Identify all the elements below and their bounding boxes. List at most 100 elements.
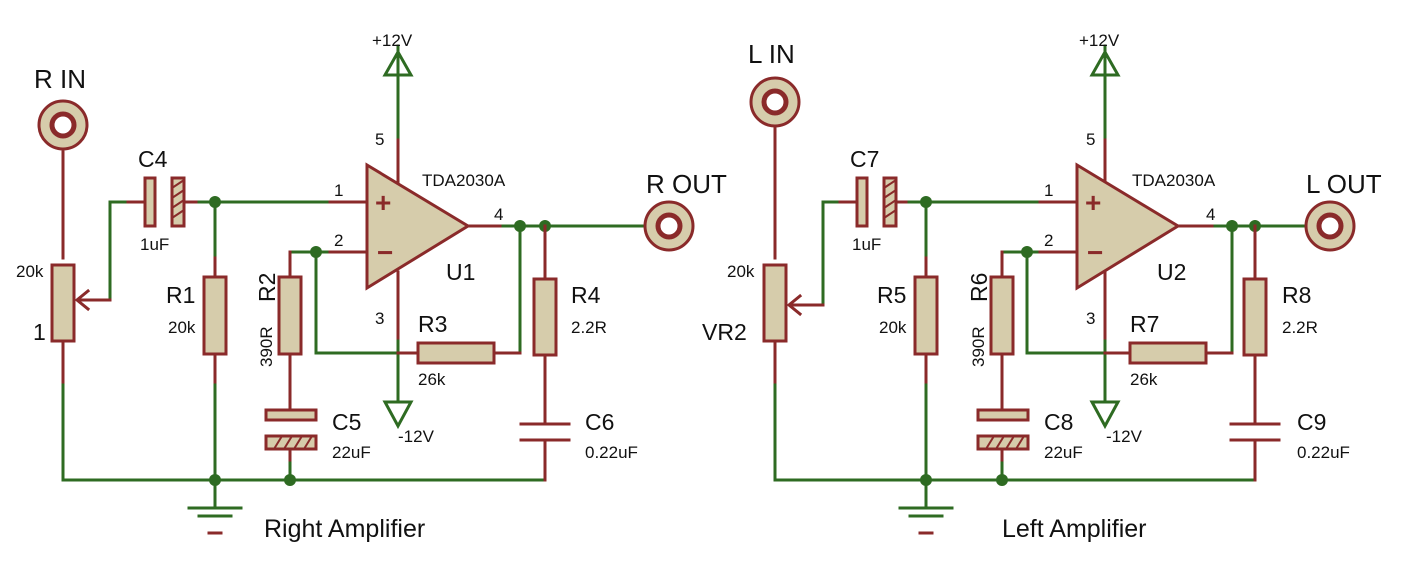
r1-value: 20k bbox=[168, 318, 196, 337]
r4-ref: R4 bbox=[571, 282, 601, 308]
r5-ref: R5 bbox=[877, 282, 906, 308]
r7-resistor[interactable] bbox=[1103, 341, 1234, 365]
junction-dot bbox=[996, 474, 1008, 486]
junction-dot bbox=[1021, 246, 1033, 258]
l-ground-icon bbox=[898, 478, 954, 535]
c4-value: 1uF bbox=[140, 235, 169, 254]
l-potentiometer[interactable] bbox=[762, 263, 825, 384]
c8-ref: C8 bbox=[1044, 409, 1073, 435]
r2-value: 390R bbox=[257, 326, 276, 367]
r3-ref: R3 bbox=[418, 311, 447, 337]
l-in-connector[interactable] bbox=[749, 76, 801, 260]
r-in-connector[interactable] bbox=[37, 99, 89, 260]
r-pot-value: 20k bbox=[16, 262, 44, 281]
svg-text:+: + bbox=[375, 187, 391, 218]
left-amplifier-caption: Left Amplifier bbox=[1002, 515, 1147, 543]
r5-resistor[interactable] bbox=[913, 256, 939, 384]
u1-ref: U1 bbox=[446, 259, 475, 285]
c6-value: 0.22uF bbox=[585, 443, 638, 462]
u1-pin5: 5 bbox=[375, 130, 384, 149]
u2-pin4: 4 bbox=[1206, 205, 1215, 224]
c7-ref: C7 bbox=[850, 146, 879, 172]
junction-dot bbox=[209, 196, 221, 208]
r1-resistor[interactable] bbox=[202, 256, 228, 384]
r-potentiometer[interactable] bbox=[50, 263, 112, 384]
left-wires bbox=[773, 44, 1307, 482]
r6-value: 390R bbox=[969, 326, 988, 367]
c6-capacitor[interactable] bbox=[519, 422, 571, 482]
r-vcc-label: +12V bbox=[372, 31, 413, 50]
r-out-connector[interactable] bbox=[643, 200, 695, 252]
junction-dot bbox=[514, 220, 526, 232]
c8-capacitor[interactable] bbox=[976, 408, 1030, 462]
u2-pin1: 1 bbox=[1044, 181, 1053, 200]
r4-value: 2.2R bbox=[571, 318, 607, 337]
l-vcc-arrow-icon bbox=[1089, 48, 1121, 77]
l-vee-label: -12V bbox=[1106, 427, 1143, 446]
r7-value: 26k bbox=[1130, 370, 1158, 389]
svg-text:−: − bbox=[1087, 237, 1103, 268]
left-amplifier: L IN 20k VR2 C7 1uF R5 20k bbox=[702, 31, 1382, 543]
r2-resistor[interactable] bbox=[277, 250, 303, 412]
r8-ref: R8 bbox=[1282, 282, 1311, 308]
r4-resistor[interactable] bbox=[532, 224, 558, 426]
r-pot-ref: 1 bbox=[33, 319, 46, 345]
c9-value: 0.22uF bbox=[1297, 443, 1350, 462]
r-vee-label: -12V bbox=[398, 427, 435, 446]
r3-resistor[interactable] bbox=[396, 341, 522, 365]
c4-ref: C4 bbox=[138, 146, 168, 172]
junction-dot bbox=[310, 246, 322, 258]
u2-pin2: 2 bbox=[1044, 231, 1053, 250]
u1-pin4: 4 bbox=[494, 205, 503, 224]
c5-capacitor[interactable] bbox=[264, 408, 318, 462]
r-in-label: R IN bbox=[34, 64, 86, 94]
r6-resistor[interactable] bbox=[989, 250, 1015, 412]
r-out-label: R OUT bbox=[646, 169, 727, 199]
c9-ref: C9 bbox=[1297, 409, 1326, 435]
u1-part: TDA2030A bbox=[422, 171, 506, 190]
u1-opamp[interactable]: + − bbox=[328, 138, 502, 340]
junction-dot bbox=[1226, 220, 1238, 232]
svg-text:−: − bbox=[377, 237, 393, 268]
c5-ref: C5 bbox=[332, 409, 361, 435]
right-amplifier-caption: Right Amplifier bbox=[264, 515, 425, 543]
l-out-label: L OUT bbox=[1306, 169, 1382, 199]
r8-value: 2.2R bbox=[1282, 318, 1318, 337]
r6-ref: R6 bbox=[966, 273, 992, 302]
u1-pin1: 1 bbox=[334, 181, 343, 200]
l-pot-ref: VR2 bbox=[702, 319, 747, 345]
c9-capacitor[interactable] bbox=[1229, 422, 1281, 482]
c4-capacitor[interactable] bbox=[126, 176, 198, 228]
u2-pin3: 3 bbox=[1086, 309, 1095, 328]
l-pot-value: 20k bbox=[727, 262, 755, 281]
c7-capacitor[interactable] bbox=[838, 176, 908, 228]
r-ground-icon bbox=[187, 478, 243, 535]
u2-pin5: 5 bbox=[1086, 130, 1095, 149]
c8-value: 22uF bbox=[1044, 443, 1083, 462]
right-amplifier: R IN 20k 1 C4 1uF R1 20k bbox=[16, 31, 727, 543]
r8-resistor[interactable] bbox=[1242, 224, 1268, 426]
c6-ref: C6 bbox=[585, 409, 614, 435]
svg-text:+: + bbox=[1085, 187, 1101, 218]
c5-value: 22uF bbox=[332, 443, 371, 462]
junction-dot bbox=[920, 196, 932, 208]
l-vcc-label: +12V bbox=[1079, 31, 1120, 50]
r5-value: 20k bbox=[879, 318, 907, 337]
r-vcc-arrow-icon bbox=[382, 48, 414, 77]
r3-value: 26k bbox=[418, 370, 446, 389]
r-vee-arrow-icon bbox=[382, 400, 414, 430]
r7-ref: R7 bbox=[1130, 311, 1159, 337]
r2-ref: R2 bbox=[254, 273, 280, 302]
right-junctions bbox=[209, 196, 551, 486]
u2-opamp[interactable]: + − bbox=[1038, 138, 1214, 340]
u2-ref: U2 bbox=[1157, 259, 1186, 285]
u1-pin3: 3 bbox=[375, 309, 384, 328]
u1-pin2: 2 bbox=[334, 231, 343, 250]
c7-value: 1uF bbox=[852, 235, 881, 254]
u2-part: TDA2030A bbox=[1132, 171, 1216, 190]
l-out-connector[interactable] bbox=[1304, 200, 1356, 252]
l-in-label: L IN bbox=[748, 39, 795, 69]
r1-ref: R1 bbox=[166, 282, 195, 308]
l-vee-arrow-icon bbox=[1089, 400, 1121, 430]
